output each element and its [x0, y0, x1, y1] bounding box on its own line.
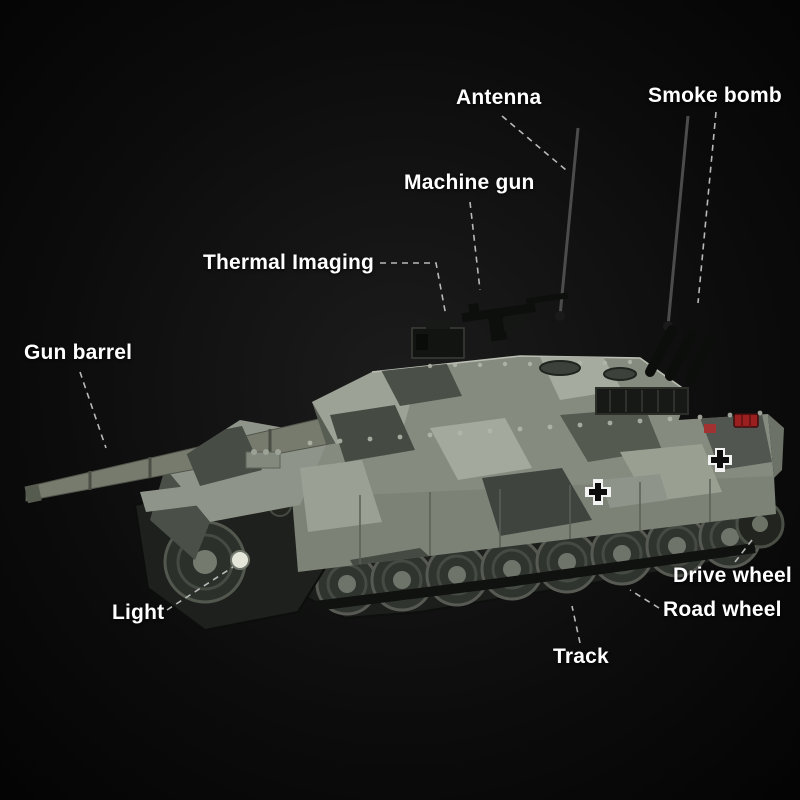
leader-line-drive-wheel	[734, 539, 753, 563]
antenna-masts	[555, 115, 690, 331]
label-road-wheel: Road wheel	[663, 598, 782, 621]
hull-brick-detail	[245, 449, 281, 469]
front-fender	[140, 468, 334, 512]
leader-line-smoke-bomb	[697, 111, 717, 304]
label-smoke-bomb: Smoke bomb	[648, 84, 782, 107]
label-thermal-imaging: Thermal Imaging	[203, 251, 375, 274]
leader-line-gun-barrel	[79, 371, 107, 449]
label-track: Track	[553, 645, 609, 668]
balkenkreuz-side	[585, 479, 611, 505]
leader-line-thermal-imaging	[380, 262, 447, 317]
tail-light	[704, 413, 759, 433]
stowage-rack	[595, 387, 689, 415]
leader-lines	[79, 111, 753, 644]
leader-line-light	[166, 566, 234, 611]
machine-gun-shape	[461, 292, 569, 342]
label-antenna: Antenna	[456, 86, 542, 109]
headlight	[230, 550, 250, 570]
label-drive-wheel: Drive wheel	[673, 564, 792, 587]
label-machine-gun: Machine gun	[404, 171, 535, 194]
leader-line-road-wheel	[629, 589, 660, 609]
smoke-launchers	[645, 325, 717, 385]
brick-studs	[307, 359, 763, 446]
camo-patches	[180, 356, 772, 572]
balkenkreuz-rear	[708, 448, 732, 472]
label-gun-barrel: Gun barrel	[24, 341, 133, 364]
thermal-sight	[411, 320, 465, 359]
leader-line-machine-gun	[469, 201, 481, 291]
leader-line-antenna	[501, 115, 567, 171]
track-bottom	[314, 543, 756, 611]
hatches	[539, 360, 637, 381]
label-light: Light	[112, 601, 165, 624]
